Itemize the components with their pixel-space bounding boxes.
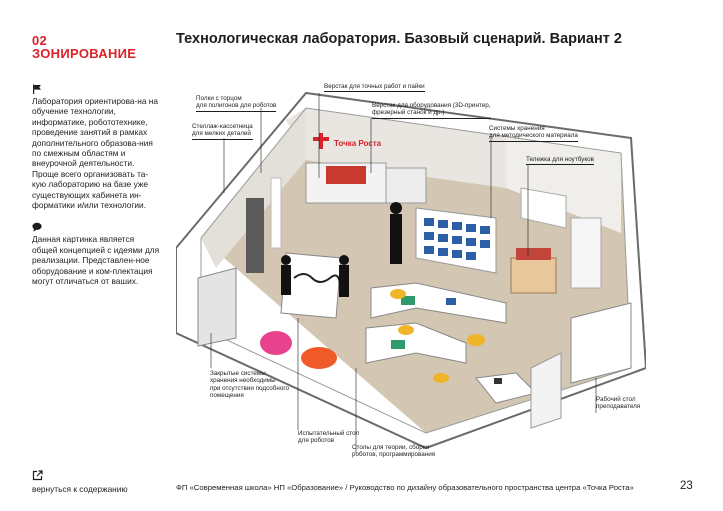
workbench-equipment xyxy=(385,167,427,204)
section-title: ЗОНИРОВАНИЕ xyxy=(32,46,137,61)
back-to-contents-link[interactable]: вернуться к содержанию xyxy=(32,470,128,494)
label-theory-tables: Столы для теории, сборки роботов, програ… xyxy=(352,444,436,459)
teacher-monitor xyxy=(494,378,502,384)
theory-table-2 xyxy=(365,322,467,364)
door xyxy=(570,217,602,289)
right-wall xyxy=(506,136,621,233)
whiteboard xyxy=(520,187,567,229)
section-number: 02 xyxy=(32,33,48,48)
classroom-isometric-drawing: Точка Роста xyxy=(175,91,648,453)
intro-paragraph: Лаборатория ориентирова-на на обучение т… xyxy=(32,96,158,211)
speech-bubble-icon xyxy=(32,223,42,233)
label-laptop-cart: Тележка для ноутбуков xyxy=(526,156,594,166)
blue-box xyxy=(446,298,456,305)
label-workbench-fine: Верстак для точных работ и пайки xyxy=(324,83,425,93)
lab-illustration: Точка Роста xyxy=(175,78,648,468)
left-wall xyxy=(201,108,306,268)
disclaimer-paragraph: Данная картинка является общей концепцие… xyxy=(32,234,160,287)
green-mat-2 xyxy=(391,340,405,349)
storage-bins xyxy=(424,218,490,260)
people-silhouettes xyxy=(281,202,402,297)
bean-bag-pink xyxy=(260,331,292,355)
presentation-board xyxy=(570,302,632,384)
green-mat xyxy=(401,296,415,305)
sidebar: Лаборатория ориентирова-на на обучение т… xyxy=(32,84,160,287)
robot-track xyxy=(293,273,341,289)
label-storage: Системы хранения для методического матер… xyxy=(489,125,578,142)
label-teacher-desk: Рабочий стол преподавателя xyxy=(596,396,641,411)
back-wall xyxy=(286,108,506,188)
label-closed-storage: Закрытые системы хранения необходимы при… xyxy=(210,370,290,400)
label-test-table: Испытательный стол для роботов xyxy=(298,430,360,445)
parts-drawers xyxy=(326,166,366,184)
label-workbench-equipment: Верстак для оборудования (3D-принтер, фр… xyxy=(372,102,491,119)
tochka-rosta-logo: Точка Роста xyxy=(313,133,382,149)
brand-sign: Точка Роста xyxy=(334,139,382,148)
teacher-shelves xyxy=(530,352,562,429)
yellow-stools xyxy=(390,289,485,383)
external-link-icon xyxy=(32,470,43,481)
page-title: Технологическая лаборатория. Базовый сце… xyxy=(176,31,622,47)
flag-icon xyxy=(33,84,41,94)
laptop-cart xyxy=(510,257,557,294)
closed-storage xyxy=(197,267,237,347)
label-cassette-rack: Стеллаж-кассетница для мелких деталей xyxy=(192,123,253,140)
back-to-contents-label[interactable]: вернуться к содержанию xyxy=(32,484,128,494)
footer-source: ФП «Современная школа» НП «Образование» … xyxy=(176,483,634,492)
bean-bag-orange xyxy=(301,347,337,369)
callout-lines xyxy=(210,93,597,453)
cassette-rack xyxy=(246,198,264,273)
cart-laptops xyxy=(516,248,551,260)
label-shelves: Полки с торцом для полигонов для роботов xyxy=(196,95,277,112)
wall-panel xyxy=(270,177,282,249)
page-number: 23 xyxy=(680,480,693,492)
